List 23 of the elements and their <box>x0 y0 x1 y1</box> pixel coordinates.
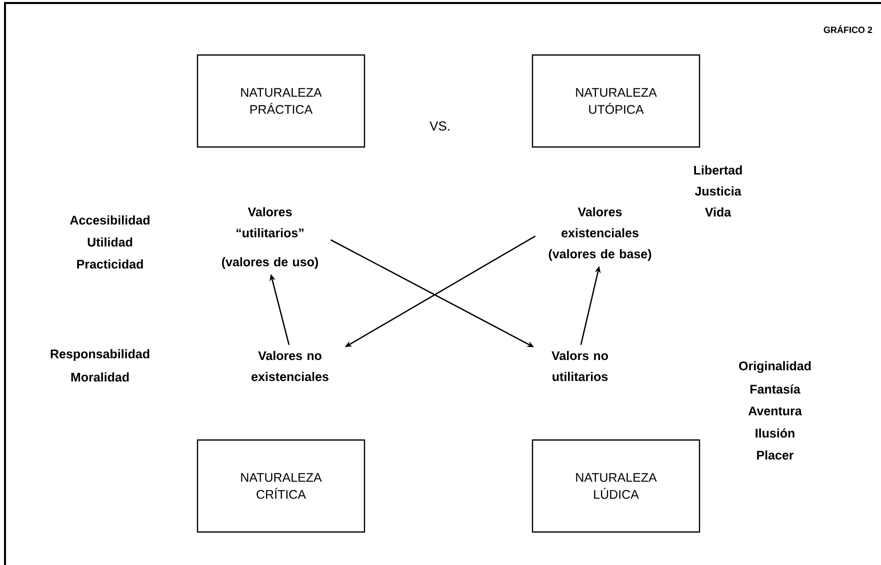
value-label: Valores “utilitarios” (valores de uso) <box>222 207 318 269</box>
nature-box: NATURALEZA CRÍTICA <box>196 439 366 533</box>
value-word: Placer <box>757 450 794 460</box>
value-label: Valores no existenciales <box>252 350 328 382</box>
value-word: Accesibilidad <box>70 215 150 225</box>
nature-box: NATURALEZA UTÓPICA <box>532 54 700 148</box>
value-word: Moralidad <box>71 372 129 382</box>
value-word: Responsabilidad <box>50 349 150 361</box>
value-word: Libertad <box>694 165 742 175</box>
value-word: Fantasía <box>750 384 800 394</box>
value-word: Ilusión <box>756 428 794 438</box>
value-word: Originalidad <box>739 361 811 373</box>
nature-box: NATURALEZA PRÁCTICA <box>196 54 366 148</box>
value-word: Vida <box>705 207 732 217</box>
value-word: Justicia <box>694 186 742 196</box>
value-word: Practicidad <box>77 259 143 269</box>
value-word: Utilidad <box>88 237 132 247</box>
versus-label: VS. <box>430 121 450 131</box>
chart-title: GRÁFICO 2 <box>824 24 872 34</box>
value-label: Valores existenciales (valores de base) <box>548 207 652 261</box>
nature-box: NATURALEZA LÚDICA <box>532 439 700 533</box>
value-label: Valors no utilitarios <box>552 350 608 382</box>
value-word: Aventura <box>748 406 802 416</box>
